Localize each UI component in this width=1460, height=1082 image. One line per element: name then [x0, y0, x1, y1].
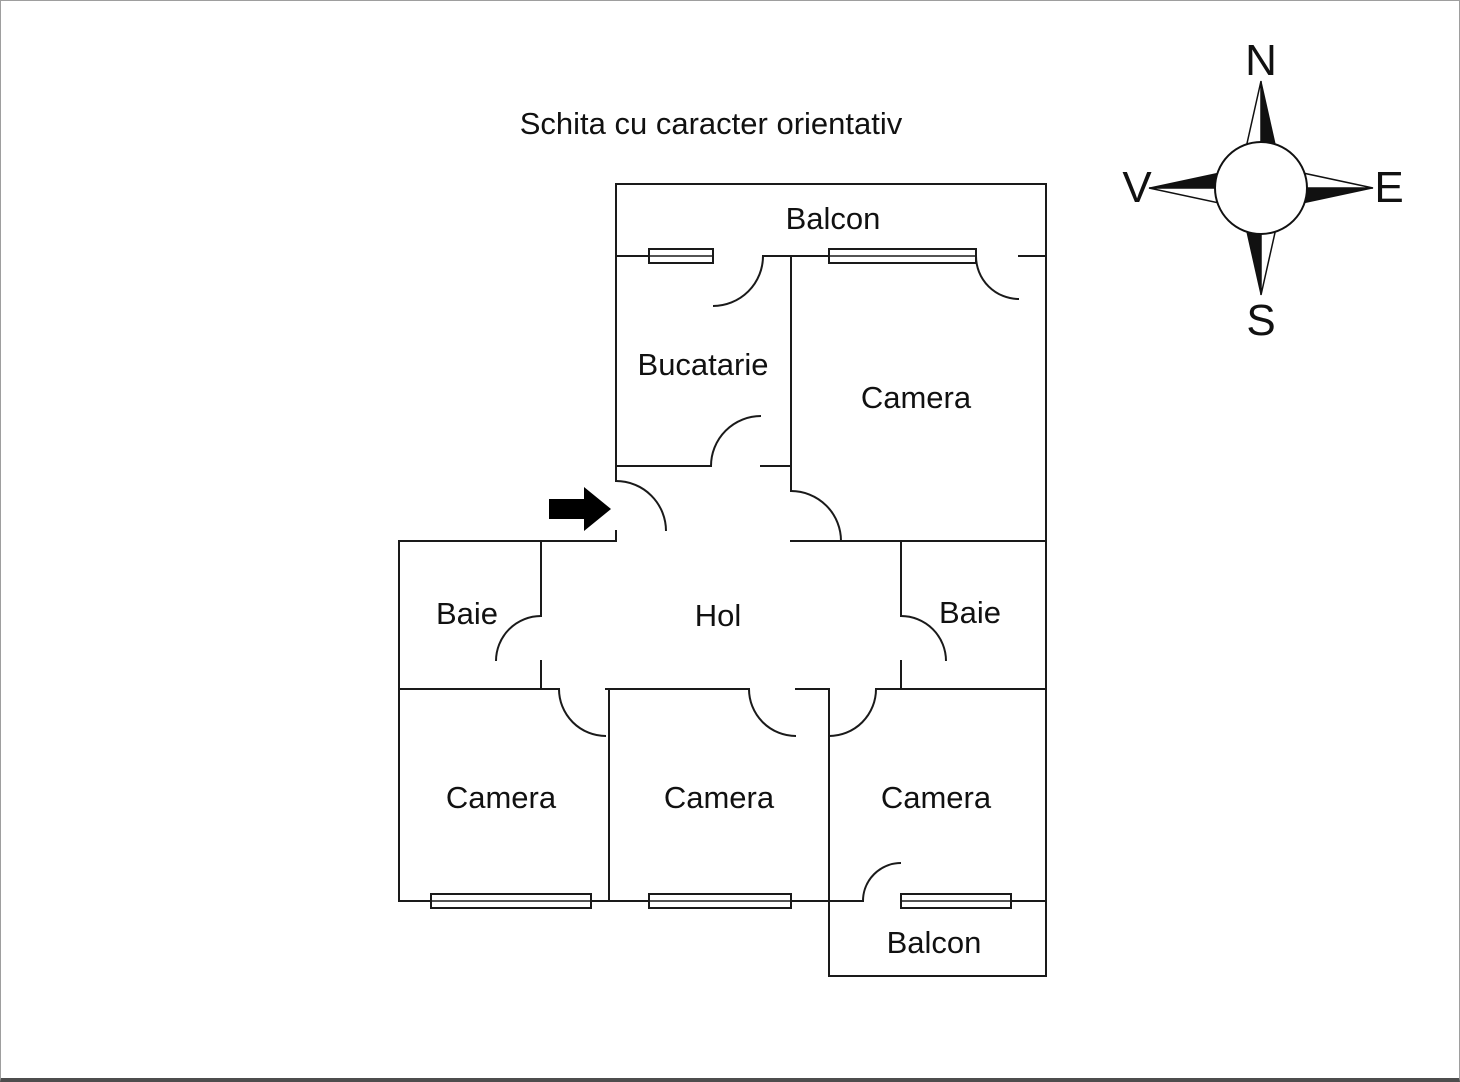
window-camera-ne-balcony: [828, 248, 977, 264]
entrance-arrow-icon: [549, 487, 611, 531]
compass-label-west: V: [1122, 163, 1152, 212]
door-bucatarie-hol-arc: [710, 415, 762, 467]
room-labels: Balcon Bucatarie Camera Baie Hol Baie Ca…: [436, 201, 1001, 960]
door-bucatarie-balcony-arc: [712, 255, 764, 307]
doors: [495, 255, 1020, 902]
door-entrance-arc: [615, 480, 667, 532]
compass-rose: N E S V: [1122, 36, 1403, 345]
door-camera-se-arc: [828, 688, 877, 737]
door-baie-east-arc: [900, 615, 947, 662]
compass-hub: [1214, 141, 1308, 235]
compass-label-south: S: [1246, 296, 1275, 345]
room-label-camera-s: Camera: [664, 780, 775, 815]
door-hol-camera-ne-arc: [790, 490, 842, 542]
walls: [398, 183, 1047, 977]
room-label-baie-west: Baie: [436, 596, 498, 631]
room-label-hol: Hol: [695, 598, 742, 633]
room-label-camera-sw: Camera: [446, 780, 557, 815]
compass-label-east: E: [1374, 163, 1403, 212]
door-baie-west-arc: [495, 615, 542, 662]
room-label-camera-ne: Camera: [861, 380, 972, 415]
compass-label-north: N: [1245, 36, 1277, 85]
room-label-bucatarie: Bucatarie: [638, 347, 769, 382]
room-label-baie-east: Baie: [939, 595, 1001, 630]
window-camera-s: [648, 893, 792, 909]
door-camera-ne-balcony-arc: [975, 255, 1020, 300]
window-balcony-s: [900, 893, 1012, 909]
windows: [430, 248, 1012, 909]
window-camera-sw: [430, 893, 592, 909]
page-title: Schita cu caracter orientativ: [520, 106, 903, 141]
room-label-balcon-s: Balcon: [887, 925, 982, 960]
room-label-balcon-top: Balcon: [786, 201, 881, 236]
door-camera-sw-arc: [558, 688, 607, 737]
door-balcony-s-arc: [862, 862, 902, 902]
window-bucatarie-balcony: [648, 248, 714, 264]
room-label-camera-se: Camera: [881, 780, 992, 815]
door-camera-s-arc: [748, 688, 797, 737]
